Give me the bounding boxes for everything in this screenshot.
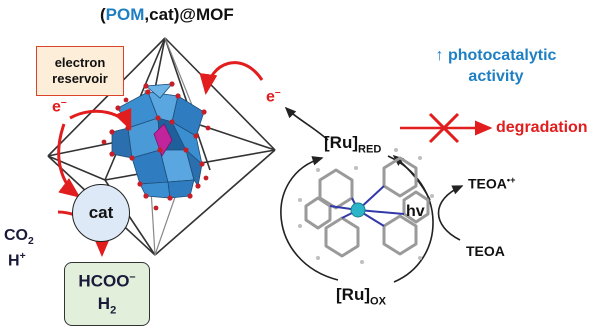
diagram-title: (POM,cat)@MOF [100,5,234,24]
electron-arrow-right [199,61,264,95]
ru-ox-label: [Ru]OX [336,285,386,308]
catalyst-circle: cat [72,184,130,242]
electron-reservoir-label: electron reservoir [52,54,108,86]
teoa-arrow [437,185,464,241]
cycle-arrow-top [284,106,329,141]
ru-red-label: [Ru]RED [324,133,382,156]
ru-complex-molecule [298,148,434,264]
catalyst-label: cat [88,203,114,222]
co2-label: CO2 [4,227,34,248]
cycle-arrow-left [280,156,339,281]
ru-atom [350,202,366,218]
electron-left-label: e– [52,97,67,116]
teoa-radical-label: TEOA•+ [468,175,516,192]
hplus-label: H+ [8,251,26,270]
formate-label: HCOO– [78,271,136,291]
degradation-label: degradation [496,119,588,136]
pom-cluster [111,83,205,199]
pom-atoms [101,81,211,211]
blocked-cross-icon [428,112,460,144]
teoa-label: TEOA [466,243,505,259]
electron-to-cat-arrow [57,123,81,198]
hydrogen-label: H2 [97,294,117,317]
electron-right-label: e– [266,87,281,106]
hv-label: hv [406,203,425,220]
electron-arrow-left [69,107,132,131]
electron-reservoir-box: electron reservoir [36,46,124,96]
products-box: HCOO– H2 [64,262,150,326]
